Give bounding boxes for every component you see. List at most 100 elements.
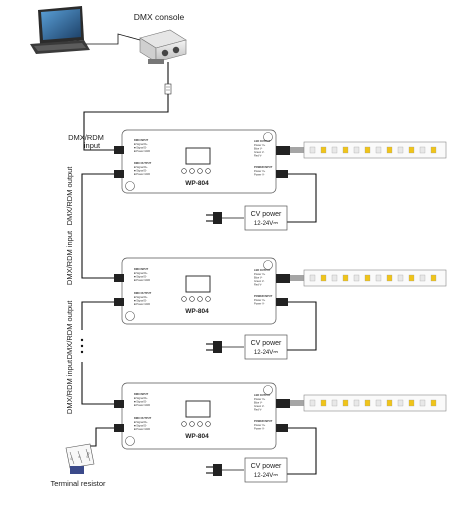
dmx-output-title: DMX OUTPUT xyxy=(134,291,152,295)
control-buttons xyxy=(181,421,211,427)
led-output-row: Green V- xyxy=(254,404,265,408)
led-chip xyxy=(386,274,393,282)
dmx-output-row: ■ Signal D+ xyxy=(134,165,148,169)
dmx-input-row: ■ Signal D+ xyxy=(134,396,148,400)
led-chip xyxy=(309,274,316,282)
power-input-row: Power V+ xyxy=(254,298,266,302)
dmx-console-icon xyxy=(139,29,187,64)
led-output-row: Power V+ xyxy=(254,143,266,147)
led-chip xyxy=(309,146,316,154)
continuation-dot xyxy=(80,350,84,354)
led-chip xyxy=(397,274,404,282)
led-chip xyxy=(375,274,382,282)
led-output-row: Red V- xyxy=(254,408,262,412)
mains-plug-icon xyxy=(206,341,222,353)
dmx-input-row: ■ Signal D- xyxy=(134,275,147,279)
led-strip-2 xyxy=(290,269,447,287)
led-output-row: Blue V- xyxy=(254,147,262,151)
dmx-output-title: DMX OUTPUT xyxy=(134,416,152,420)
mains-plug-icon xyxy=(206,464,222,476)
led-chip xyxy=(386,399,393,407)
terminal-resistor-icon xyxy=(65,443,95,474)
mains-plug-icon xyxy=(206,212,222,224)
terminal-resistor-label: Terminal resistor xyxy=(50,479,106,488)
led-output-row: Green V- xyxy=(254,279,265,283)
display-window xyxy=(185,147,211,165)
led-output-title: LED OUTPUT xyxy=(254,139,271,143)
led-chip xyxy=(397,146,404,154)
led-strip-3 xyxy=(290,394,447,412)
dmx-output-row: ■ Power GND xyxy=(134,172,150,176)
continuation-dot xyxy=(80,338,84,342)
led-chip xyxy=(331,274,338,282)
led-chip xyxy=(353,146,360,154)
led-chip xyxy=(430,274,437,282)
dmx-output-row: ■ Signal D- xyxy=(134,424,147,428)
dmx-output-label-2: DMX/RDM output xyxy=(65,300,74,360)
terminal-minus-label: D- xyxy=(77,454,82,458)
model-label: WP-804 xyxy=(185,180,209,187)
dmx-input-row: ■ Signal D+ xyxy=(134,142,148,146)
led-chip xyxy=(408,274,415,282)
led-chip xyxy=(364,399,371,407)
dmx-output-row: ■ Power GND xyxy=(134,427,150,431)
psu-voltage: 12-24V⎓ xyxy=(254,221,278,227)
controller-unit-2: WP-804 DMX INPUT ■ Signal D+ ■ Signal D-… xyxy=(114,257,290,325)
dmx-input-label-line2: input xyxy=(84,141,101,150)
led-chip xyxy=(375,146,382,154)
dmx-input-row: ■ Signal D- xyxy=(134,400,147,404)
led-chip xyxy=(375,399,382,407)
controller-unit-1: WP-804 DMX INPUT ■ Signal D+ ■ Signal D-… xyxy=(114,129,290,194)
led-chip xyxy=(419,399,426,407)
continuation-dot xyxy=(80,344,84,348)
xlr-connector-icon xyxy=(164,83,172,95)
led-chip xyxy=(364,146,371,154)
dmx-output-title: DMX OUTPUT xyxy=(134,161,152,165)
control-buttons xyxy=(181,296,211,302)
led-output-row: Red V- xyxy=(254,154,262,158)
controller-unit-3: WP-804 DMX INPUT ■ Signal D+ ■ Signal D-… xyxy=(114,382,290,450)
dmx-output-label-1: DMX/RDM output xyxy=(65,166,74,226)
power-input-row: Power V- xyxy=(254,427,265,431)
power-input-title: POWER INPUT xyxy=(254,165,273,169)
led-chip xyxy=(342,146,349,154)
terminal-plus-label: D+ xyxy=(69,455,74,460)
psu-voltage: 12-24V⎓ xyxy=(254,473,278,479)
model-label: WP-804 xyxy=(185,433,209,440)
psu-label: CV power xyxy=(251,340,282,347)
psu-label: CV power xyxy=(251,211,282,218)
led-chip xyxy=(386,146,393,154)
led-output-row: Blue V- xyxy=(254,276,262,280)
led-chip xyxy=(353,399,360,407)
dmx-input-label-2: DMX/RDM input xyxy=(65,230,74,285)
power-input-title: POWER INPUT xyxy=(254,419,273,423)
dmx-input-title: DMX INPUT xyxy=(134,392,149,396)
dmx-input-row: ■ Signal D- xyxy=(134,146,147,150)
dmx-input-title: DMX INPUT xyxy=(134,267,149,271)
power-supply-2: CV power 12-24V⎓ xyxy=(244,334,288,360)
power-input-row: Power V+ xyxy=(254,169,266,173)
led-output-row: Green V- xyxy=(254,150,265,154)
power-input-row: Power V+ xyxy=(254,423,266,427)
led-output-title: LED OUTPUT xyxy=(254,393,271,397)
led-chip xyxy=(419,274,426,282)
led-chip xyxy=(342,274,349,282)
led-chip xyxy=(430,399,437,407)
led-chip xyxy=(320,274,327,282)
led-output-row: Red V- xyxy=(254,283,262,287)
dmx-input-row: ■ Power GND xyxy=(134,403,150,407)
led-chip xyxy=(430,146,437,154)
display-window xyxy=(185,275,211,293)
dmx-output-row: ■ Power GND xyxy=(134,302,150,306)
led-output-row: Power V+ xyxy=(254,397,266,401)
led-chip xyxy=(353,274,360,282)
led-chip xyxy=(331,146,338,154)
power-input-row: Power V- xyxy=(254,302,265,306)
power-input-title: POWER INPUT xyxy=(254,294,273,298)
led-chip xyxy=(309,399,316,407)
power-input-row: Power V- xyxy=(254,173,265,177)
led-chip xyxy=(331,399,338,407)
terminal-gnd-label: GND xyxy=(85,452,90,459)
laptop-icon xyxy=(30,6,90,54)
